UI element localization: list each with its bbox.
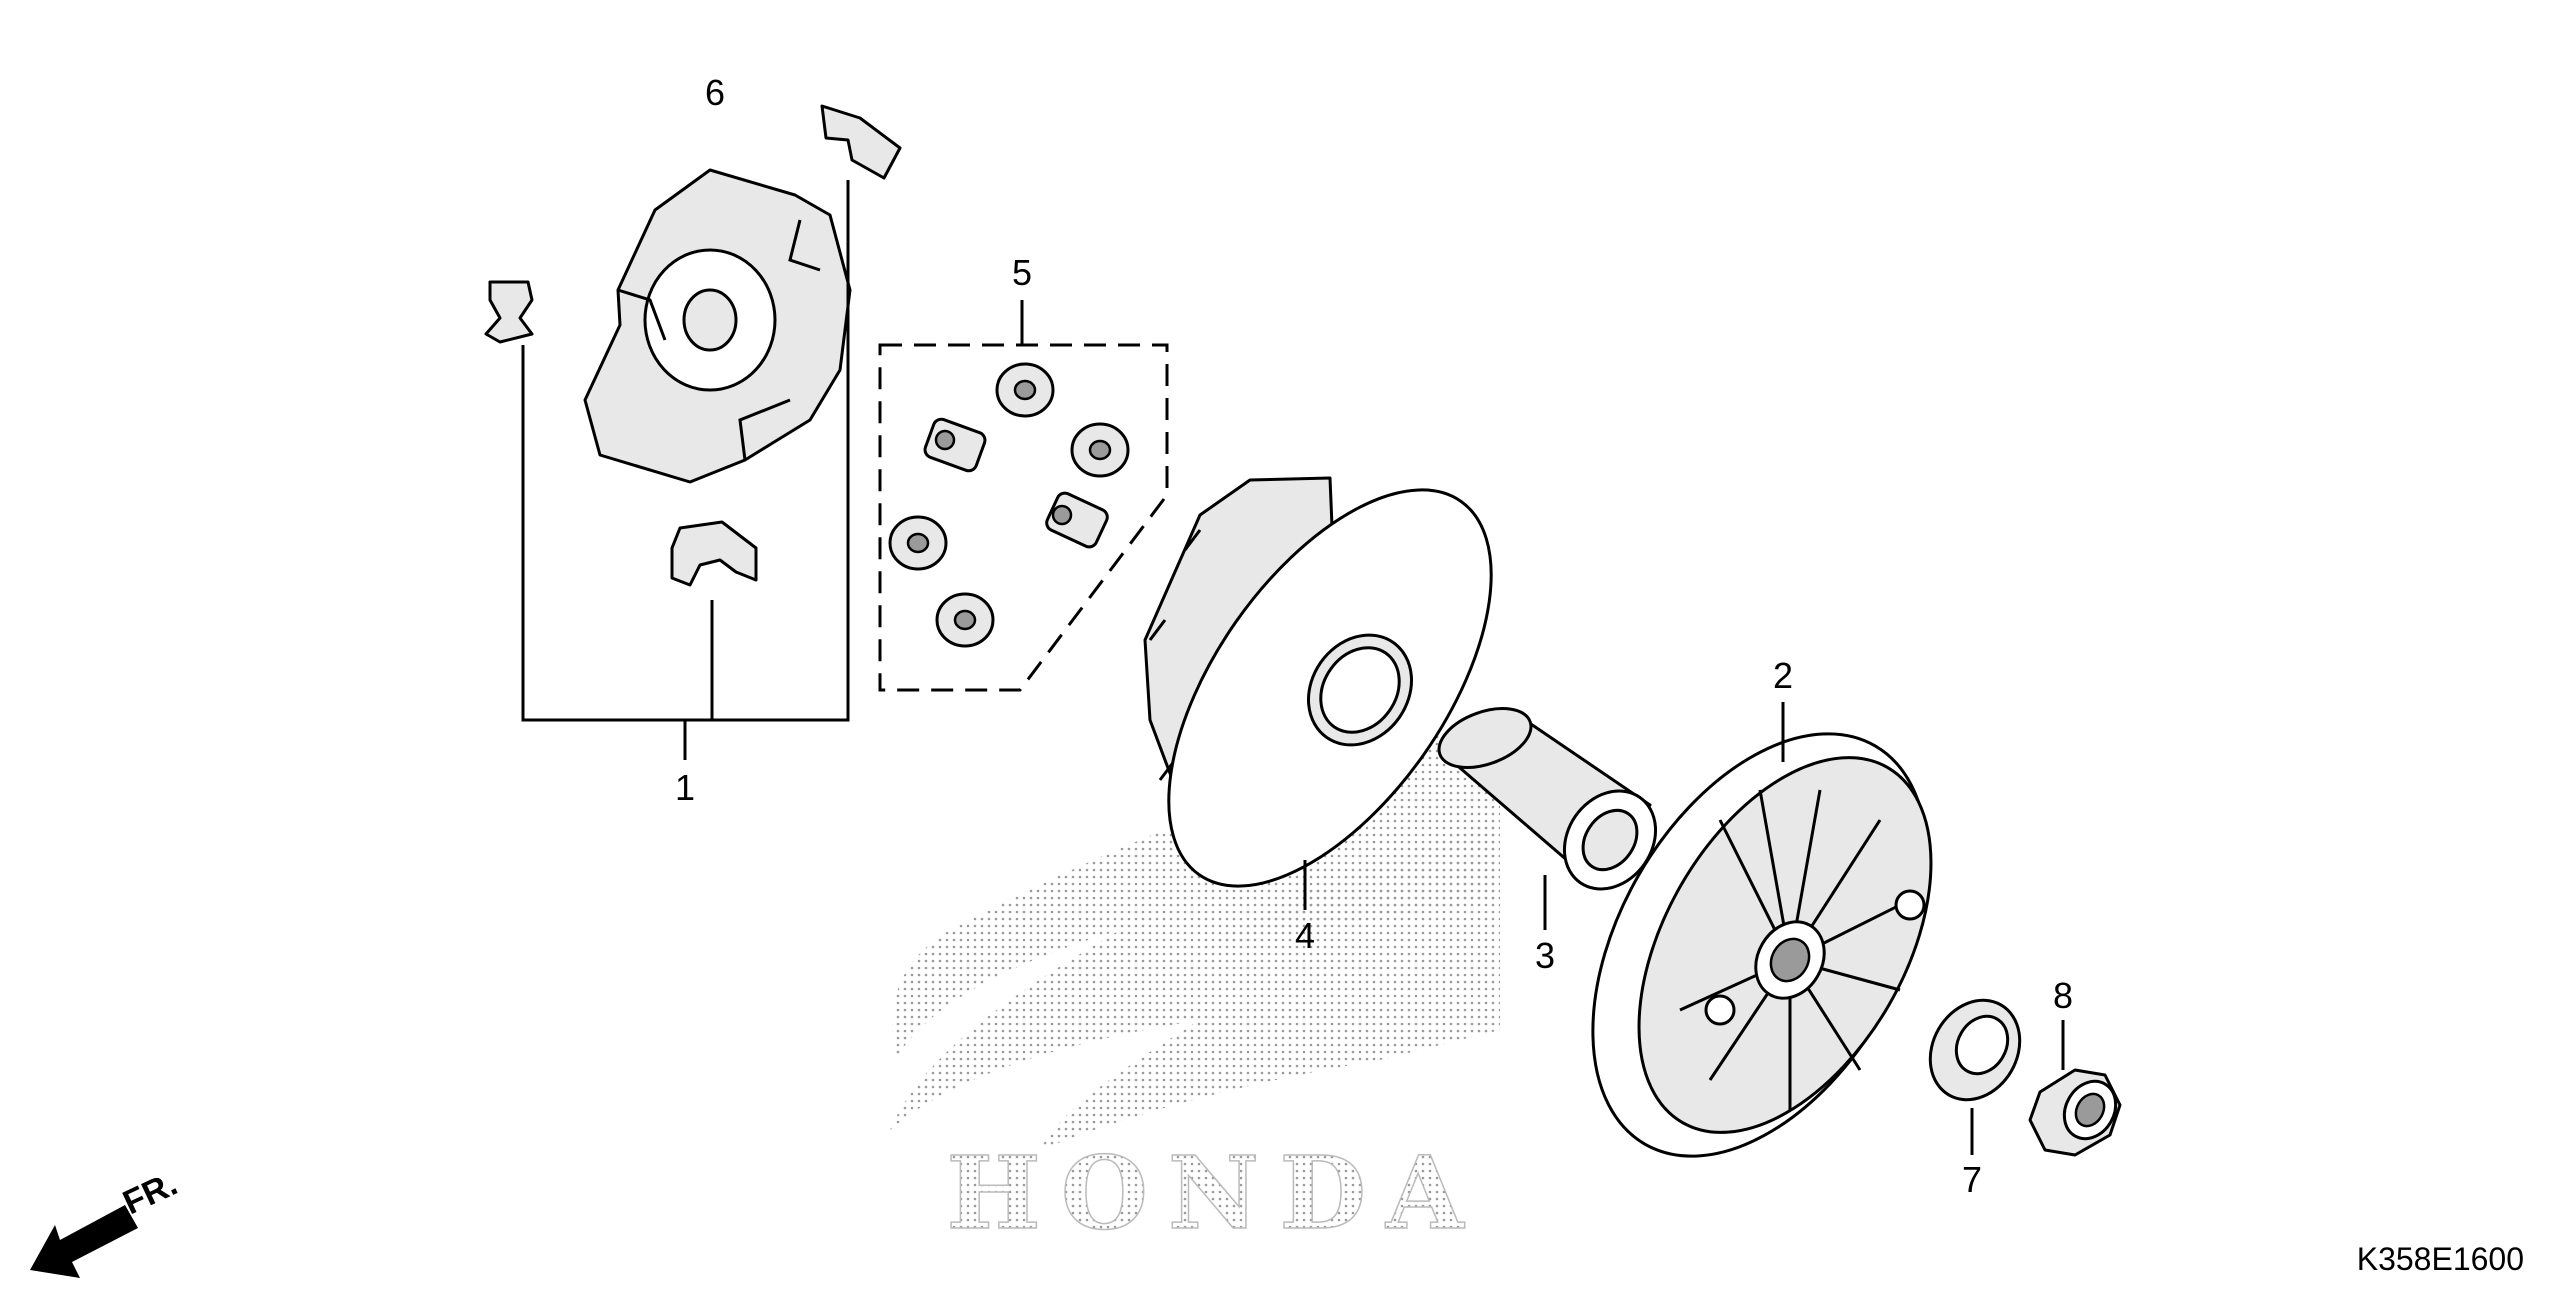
- arrow-icon: [30, 1205, 138, 1278]
- drawing-code: K358E1600: [2356, 1241, 2524, 1277]
- slider-left: [484, 280, 534, 344]
- slider-bottom: [670, 520, 758, 587]
- roller-4: [888, 515, 948, 571]
- callout-7: 7: [1962, 1159, 1982, 1200]
- callout-2: 2: [1773, 655, 1793, 696]
- roller-5: [1045, 491, 1109, 549]
- collar-part-3: [1437, 707, 1658, 930]
- honda-watermark-text: HONDA: [946, 1134, 1483, 1252]
- callout-6: 6: [705, 72, 725, 113]
- roller-2: [1070, 422, 1130, 478]
- roller-6: [935, 592, 995, 648]
- nut-part-8: [2028, 1020, 2122, 1157]
- callout-1: 1: [675, 767, 695, 808]
- callout-5: 5: [1012, 252, 1032, 293]
- slider-top: [820, 104, 902, 180]
- callout-8: 8: [2053, 975, 2073, 1016]
- callout-3: 3: [1535, 935, 1555, 976]
- roller-1: [995, 362, 1055, 418]
- part-1-leader: [521, 180, 850, 760]
- washer-part-7: [1928, 998, 2022, 1155]
- fan-face-part-2: [1591, 702, 1933, 1158]
- drive-face-part-4: [1143, 476, 1493, 910]
- weight-rollers-part-5: [878, 300, 1169, 692]
- ramp-plate-part-6: [583, 168, 852, 484]
- callout-4: 4: [1295, 915, 1315, 956]
- front-direction-arrow: FR.: [30, 1165, 183, 1278]
- roller-3: [923, 417, 987, 473]
